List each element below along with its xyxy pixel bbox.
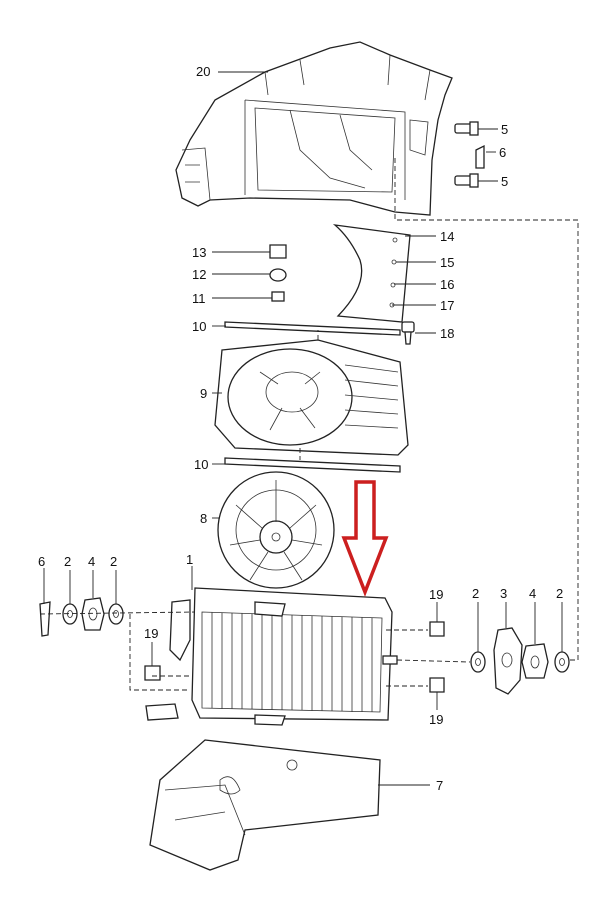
callout-20-upper: 20 — [196, 64, 210, 79]
callout-7: 7 — [436, 778, 443, 793]
callout-18: 18 — [440, 326, 454, 341]
cooling-fan — [217, 471, 335, 589]
callout-12: 12 — [192, 267, 206, 282]
callout-1: 1 — [186, 552, 193, 567]
highlight-arrow — [341, 480, 389, 597]
radiator-core — [145, 587, 398, 726]
callout-4-right: 4 — [529, 586, 536, 601]
callout-2-right-b: 2 — [556, 586, 563, 601]
callout-13: 13 — [192, 245, 206, 260]
callout-19-top-right: 19 — [429, 587, 443, 602]
right-washer-stack — [470, 627, 570, 695]
air-duct-upper — [175, 41, 453, 216]
fan-shroud — [214, 339, 409, 456]
callout-14: 14 — [440, 229, 454, 244]
leader-lines — [43, 71, 563, 786]
callout-17: 17 — [440, 298, 454, 313]
rod-upper — [224, 321, 415, 345]
callout-4-left: 4 — [88, 554, 95, 569]
side-bracket — [332, 224, 411, 323]
callout-5-lower: 5 — [501, 174, 508, 189]
fastener-stack — [269, 244, 287, 302]
callout-2-left-a: 2 — [64, 554, 71, 569]
callout-10-upper: 10 — [192, 319, 206, 334]
callout-5-upper: 5 — [501, 122, 508, 137]
clip-nuts — [144, 621, 445, 693]
bolts-upper — [454, 121, 485, 188]
callout-19-left: 19 — [144, 626, 158, 641]
callout-3: 3 — [500, 586, 507, 601]
callout-16: 16 — [440, 277, 454, 292]
callout-6-left: 6 — [38, 554, 45, 569]
callout-6-upper: 6 — [499, 145, 506, 160]
rod-lower — [224, 457, 401, 473]
callout-10-lower: 10 — [194, 457, 208, 472]
air-duct-lower — [149, 739, 381, 871]
callout-labels: 20 5 6 5 14 13 15 12 16 11 17 10 18 9 10… — [38, 64, 563, 793]
callout-11: 11 — [192, 291, 206, 306]
left-washer-stack — [39, 597, 124, 637]
callout-8: 8 — [200, 511, 207, 526]
callout-15: 15 — [440, 255, 454, 270]
assembly-lines — [39, 158, 579, 691]
callout-19-bottom-right: 19 — [429, 712, 443, 727]
callout-9: 9 — [200, 386, 207, 401]
callout-2-left-b: 2 — [110, 554, 117, 569]
callout-2-right-a: 2 — [472, 586, 479, 601]
